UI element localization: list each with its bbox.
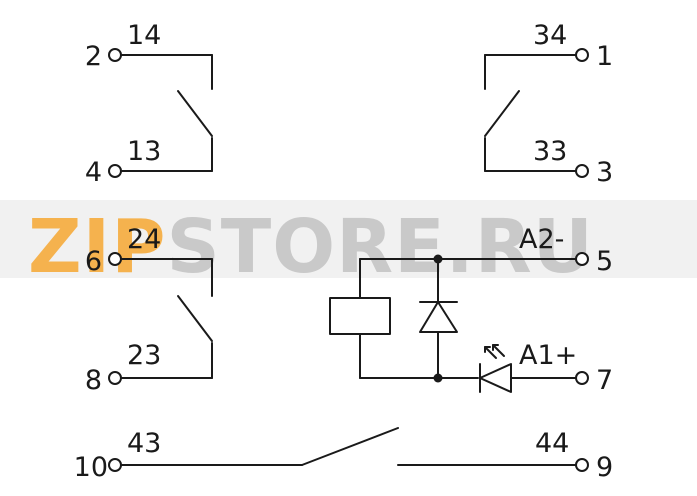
terminal-5 bbox=[575, 252, 589, 266]
terminal-4 bbox=[108, 164, 122, 178]
pin-label-8: 8 bbox=[85, 365, 102, 396]
led-arrow-1-head bbox=[484, 346, 491, 353]
pin-label-9: 9 bbox=[596, 452, 613, 483]
contact-label-24: 24 bbox=[127, 224, 161, 255]
terminal-2 bbox=[108, 48, 122, 62]
pin-label-2: 2 bbox=[85, 41, 102, 72]
pin-label-6: 6 bbox=[85, 246, 102, 277]
contact-34-33 bbox=[484, 54, 577, 172]
terminal-7 bbox=[575, 371, 589, 385]
contact-label-23: 23 bbox=[127, 340, 161, 371]
led-arrow-2-head bbox=[492, 344, 499, 351]
led-arrow-1 bbox=[484, 346, 497, 359]
contact-label-33: 33 bbox=[533, 136, 567, 167]
coil-label-a2: A2- bbox=[519, 224, 564, 255]
contact-label-14: 14 bbox=[127, 20, 161, 51]
contact-24-23 bbox=[120, 258, 213, 379]
relay-coil bbox=[329, 297, 391, 335]
terminal-3 bbox=[575, 164, 589, 178]
diode-symbol bbox=[419, 301, 458, 333]
led-emission-arrows bbox=[484, 344, 505, 359]
switch-blade-13-14 bbox=[177, 90, 213, 137]
pin-label-7: 7 bbox=[596, 365, 613, 396]
contact-label-44: 44 bbox=[535, 428, 569, 459]
watermark-rest: STORE.RU bbox=[166, 204, 593, 290]
contact-label-34: 34 bbox=[533, 20, 567, 51]
terminal-9 bbox=[575, 458, 589, 472]
terminal-10 bbox=[108, 458, 122, 472]
pin-label-4: 4 bbox=[85, 157, 102, 188]
junction-dot-bottom bbox=[433, 373, 443, 383]
pin-label-5: 5 bbox=[596, 246, 613, 277]
switch-blade-33-34 bbox=[484, 90, 520, 137]
pin-numbers: 2 4 6 8 10 1 3 5 7 9 bbox=[74, 41, 614, 483]
pin-label-3: 3 bbox=[596, 157, 613, 188]
terminals bbox=[108, 48, 589, 472]
contact-14-13 bbox=[120, 54, 213, 172]
coil-labels: A2- A1+ bbox=[519, 224, 577, 371]
contact-43-44 bbox=[120, 427, 577, 466]
led-arrow-2 bbox=[492, 344, 505, 357]
pin-label-1: 1 bbox=[596, 41, 613, 72]
terminal-6 bbox=[108, 252, 122, 266]
watermark-text: ZIPSTORE.RU bbox=[28, 204, 594, 290]
terminal-1 bbox=[575, 48, 589, 62]
contact-labels: 14 13 24 23 43 34 33 44 bbox=[127, 20, 569, 459]
contact-label-13: 13 bbox=[127, 136, 161, 167]
contact-label-43: 43 bbox=[127, 428, 161, 459]
coil-label-a1: A1+ bbox=[519, 340, 577, 371]
coil-circuit bbox=[329, 254, 577, 393]
pin-label-10: 10 bbox=[74, 452, 108, 483]
switch-blade-23-24 bbox=[177, 295, 213, 342]
watermark: ZIPSTORE.RU bbox=[0, 200, 697, 290]
watermark-prefix: ZIP bbox=[28, 204, 166, 290]
junction-dot-top bbox=[433, 254, 443, 264]
switch-blade-43-44 bbox=[301, 427, 399, 466]
led-symbol bbox=[479, 363, 512, 393]
terminal-8 bbox=[108, 371, 122, 385]
